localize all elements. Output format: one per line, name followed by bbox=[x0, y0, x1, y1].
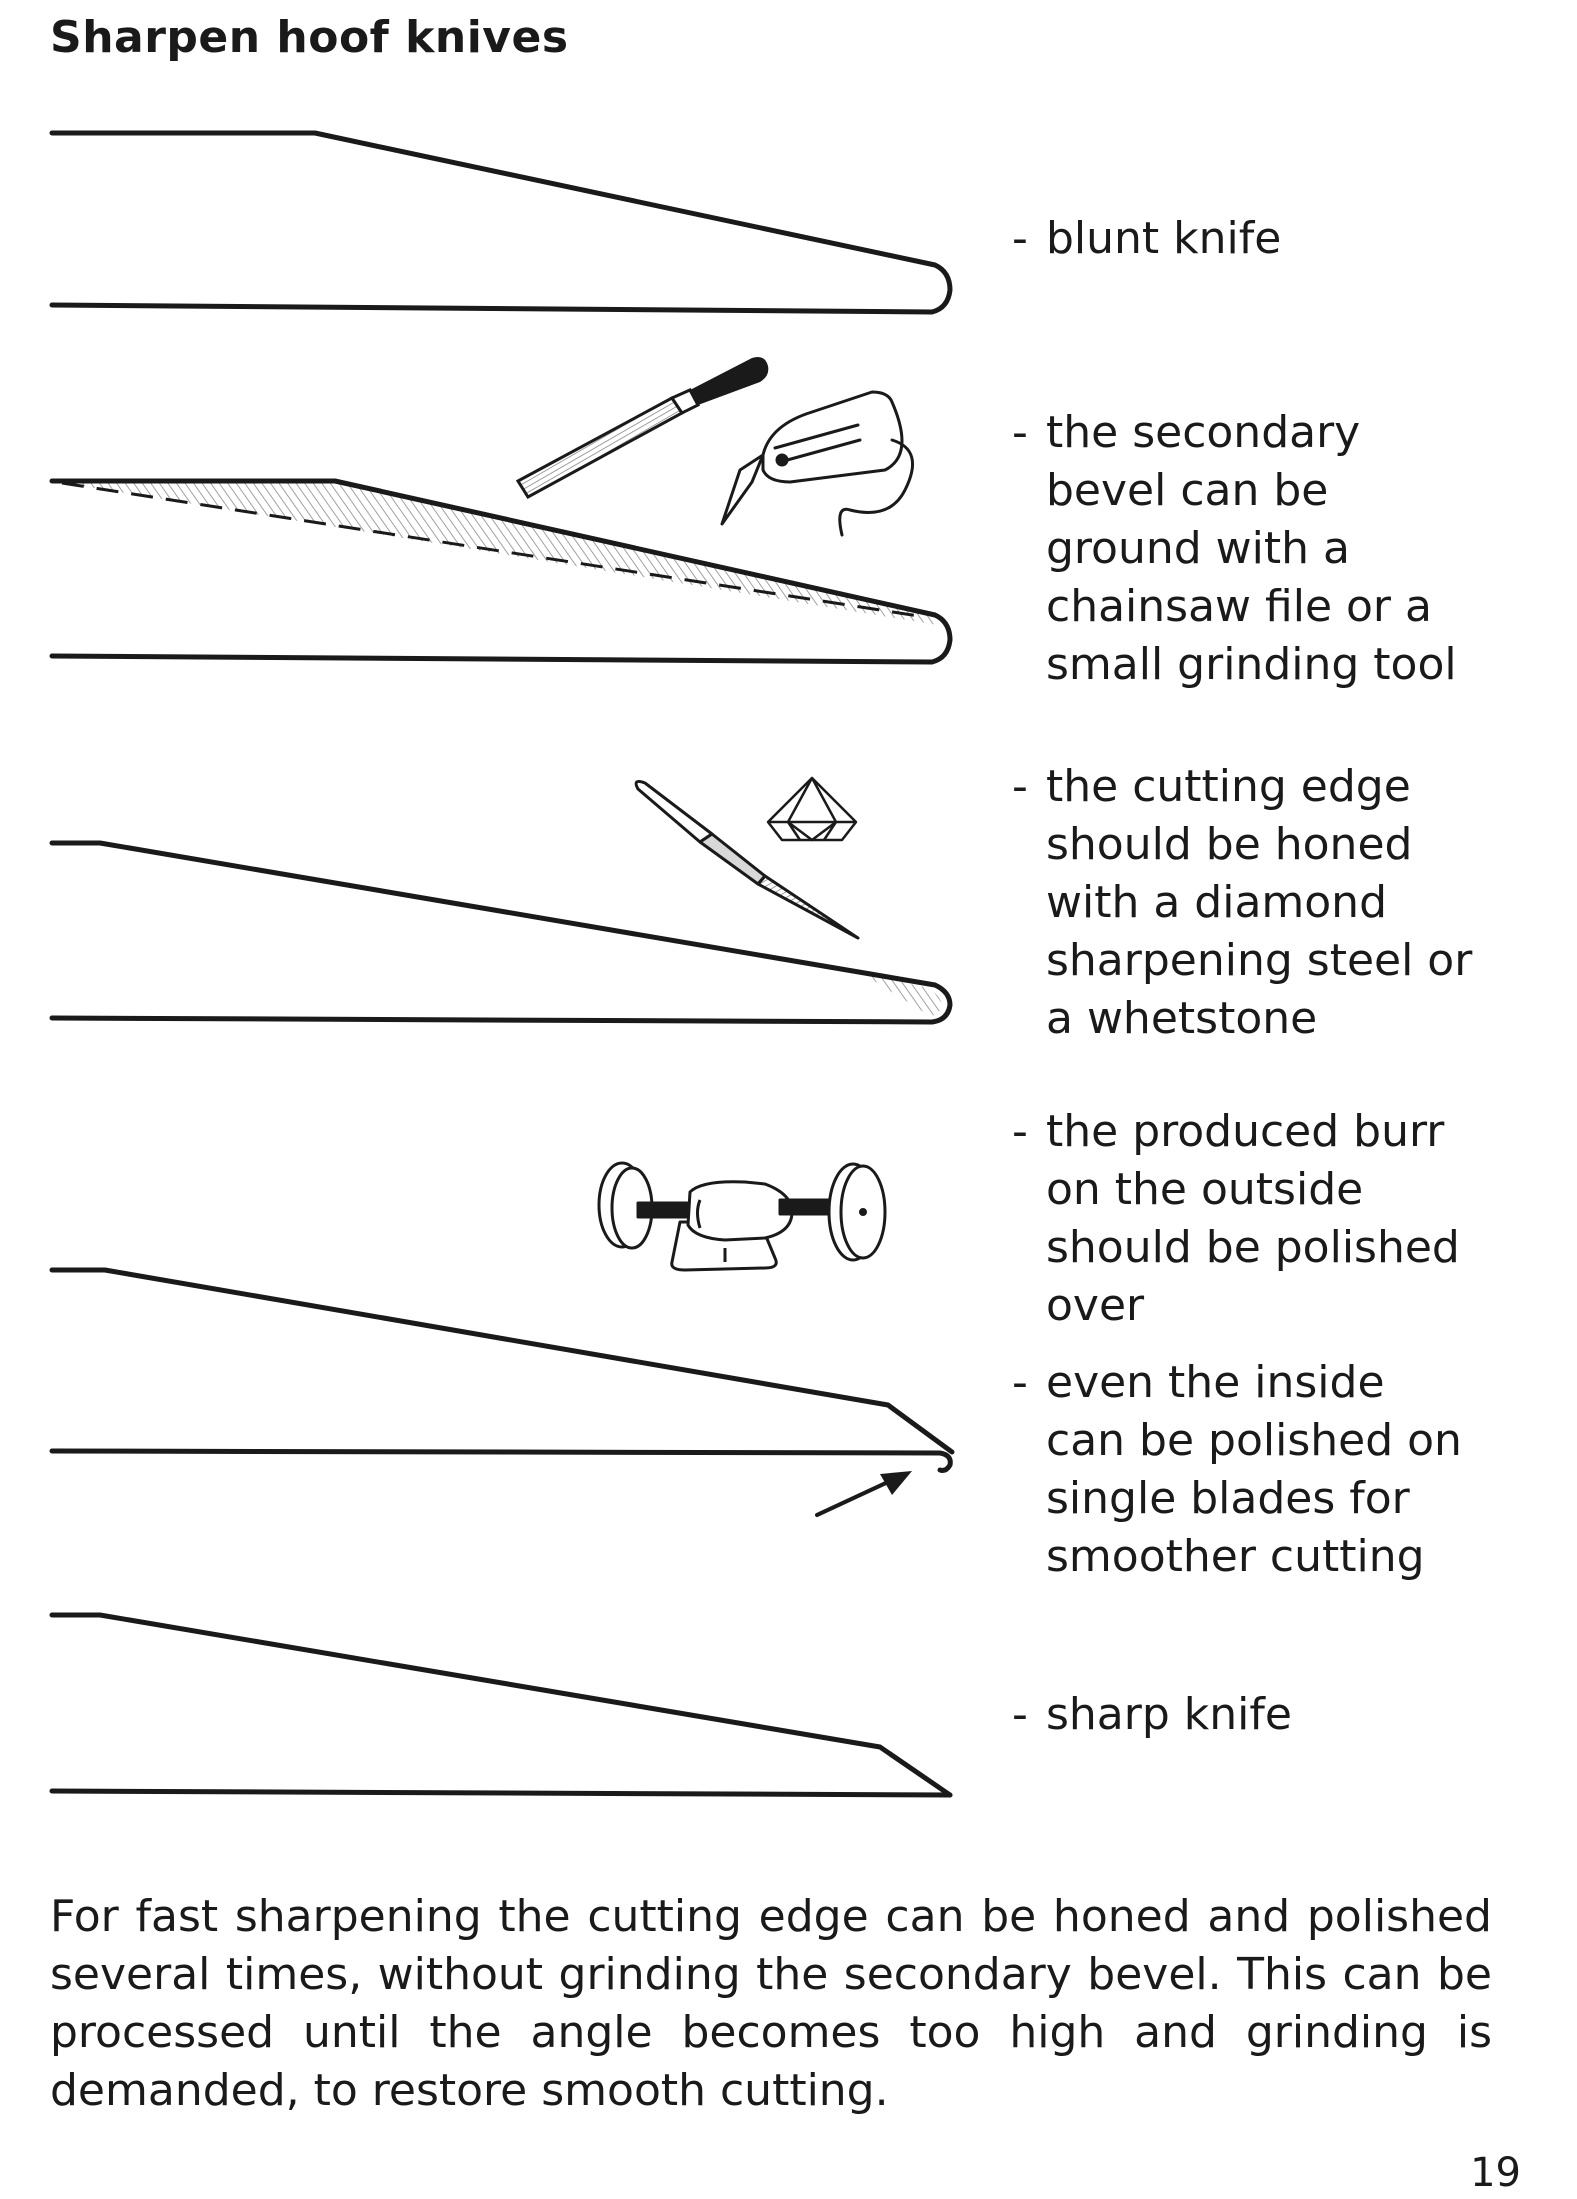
bullet-dash: - bbox=[1012, 213, 1028, 264]
bullet-dash: - bbox=[1012, 1106, 1028, 1157]
arrow-icon bbox=[815, 1471, 912, 1517]
polishing-burr-profile bbox=[49, 1267, 955, 1473]
step-blunt-knife: - blunt knife bbox=[1012, 210, 1552, 268]
step-text: the cutting edge should be honed with a … bbox=[1046, 761, 1473, 1044]
step-grind-bevel: - the secondary bevel can be ground with… bbox=[1012, 404, 1552, 694]
step-text: sharp knife bbox=[1046, 1689, 1292, 1740]
step-polish-inside: - even the inside can be polished on sin… bbox=[1012, 1354, 1552, 1586]
honing-edge-profile bbox=[49, 840, 953, 1025]
step-sharp-knife: - sharp knife bbox=[1012, 1686, 1552, 1744]
step-text: the produced burr on the outside should … bbox=[1046, 1106, 1460, 1331]
blunt-knife-profile bbox=[49, 130, 953, 315]
grinding-bevel-profile bbox=[49, 478, 953, 665]
step-text: blunt knife bbox=[1046, 213, 1282, 264]
rotary-grinding-tool-icon bbox=[720, 390, 914, 537]
bench-grinder-icon bbox=[597, 1161, 887, 1272]
diamond-icon bbox=[766, 776, 858, 842]
step-text: even the inside can be polished on singl… bbox=[1046, 1357, 1462, 1582]
bullet-dash: - bbox=[1012, 761, 1028, 812]
chainsaw-file-icon bbox=[515, 357, 769, 499]
step-text: the secondary bevel can be ground with a… bbox=[1046, 407, 1457, 690]
step-hone-edge: - the cutting edge should be honed with … bbox=[1012, 758, 1552, 1048]
bullet-dash: - bbox=[1012, 1357, 1028, 1408]
step-polish-burr: - the produced burr on the outside shoul… bbox=[1012, 1103, 1552, 1335]
bullet-dash: - bbox=[1012, 407, 1028, 458]
body-paragraph: For fast sharpening the cutting edge can… bbox=[50, 1891, 1492, 2116]
bullet-dash: - bbox=[1012, 1689, 1028, 1740]
page-number: 19 bbox=[1470, 2150, 1521, 2196]
page-title: Sharpen hoof knives bbox=[50, 12, 569, 63]
sharp-knife-profile bbox=[49, 1612, 953, 1798]
sharpening-steel-icon bbox=[634, 780, 860, 940]
